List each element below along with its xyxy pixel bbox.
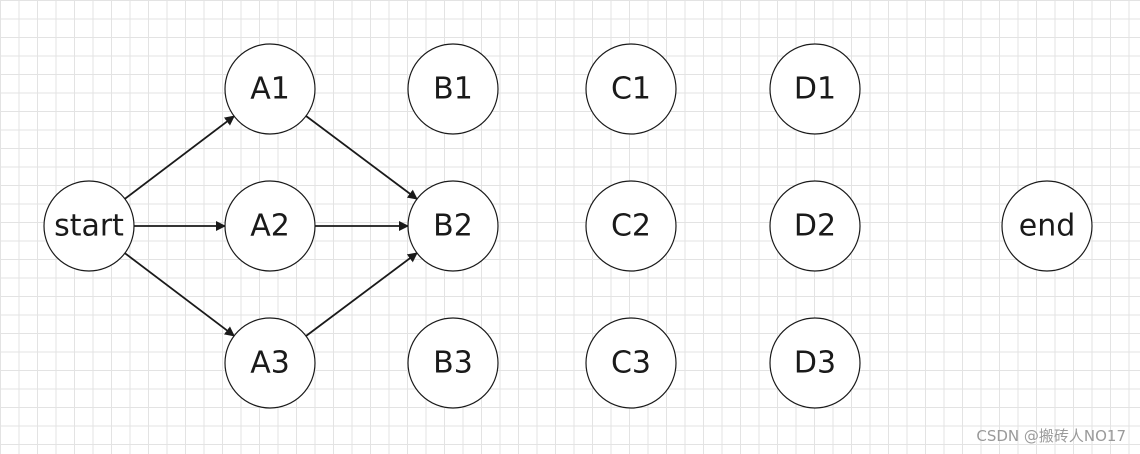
node-b2: B2: [407, 180, 499, 272]
node-a3: A3: [224, 317, 316, 409]
edge-a1-b2: [305, 115, 418, 200]
node-label: start: [54, 209, 124, 244]
node-circle: [769, 43, 861, 135]
node-label: C2: [611, 209, 651, 244]
edge-a3-b2: [305, 252, 418, 337]
node-circle: [769, 317, 861, 409]
node-circle: [769, 180, 861, 272]
edge-start-a3: [124, 252, 235, 337]
node-circle: [224, 317, 316, 409]
node-a1: A1: [224, 43, 316, 135]
node-b3: B3: [407, 317, 499, 409]
node-circle: [585, 43, 677, 135]
node-end: end: [1001, 180, 1093, 272]
node-label: D1: [794, 72, 836, 107]
node-label: C3: [611, 346, 651, 381]
node-label: D3: [794, 346, 836, 381]
edges-layer: [124, 115, 418, 337]
node-circle: [43, 180, 135, 272]
edge-start-a1: [124, 115, 235, 200]
node-label: end: [1019, 209, 1076, 244]
node-a2: A2: [224, 180, 316, 272]
node-label: A2: [250, 209, 290, 244]
node-c2: C2: [585, 180, 677, 272]
node-label: A1: [250, 72, 290, 107]
node-label: D2: [794, 209, 836, 244]
node-label: B3: [433, 346, 473, 381]
node-label: B2: [433, 209, 473, 244]
watermark: CSDN @搬砖人NO17: [976, 427, 1126, 445]
node-c1: C1: [585, 43, 677, 135]
node-circle: [1001, 180, 1093, 272]
node-circle: [407, 180, 499, 272]
node-d3: D3: [769, 317, 861, 409]
node-circle: [224, 43, 316, 135]
node-c3: C3: [585, 317, 677, 409]
node-label: A3: [250, 346, 290, 381]
node-circle: [407, 317, 499, 409]
node-b1: B1: [407, 43, 499, 135]
node-circle: [585, 317, 677, 409]
node-circle: [585, 180, 677, 272]
node-circle: [407, 43, 499, 135]
node-d2: D2: [769, 180, 861, 272]
node-label: C1: [611, 72, 651, 107]
node-circle: [224, 180, 316, 272]
node-d1: D1: [769, 43, 861, 135]
node-start: start: [43, 180, 135, 272]
node-label: B1: [433, 72, 473, 107]
